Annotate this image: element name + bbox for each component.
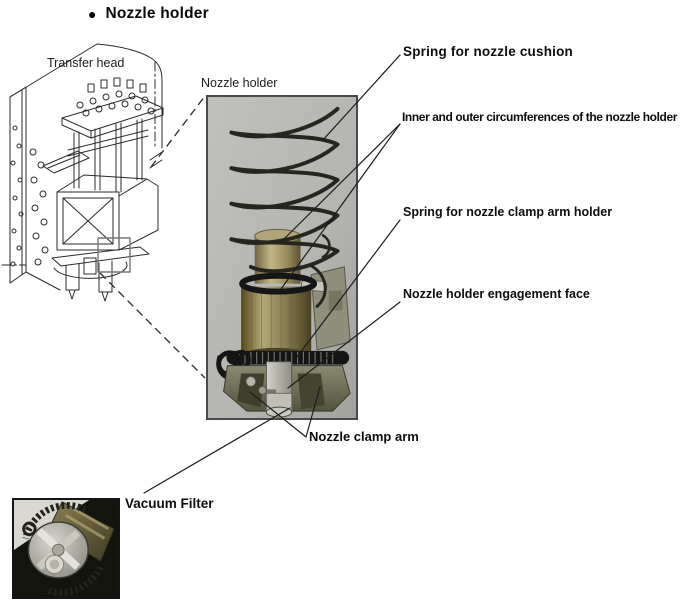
callout-spring-nozzle-cushion: Spring for nozzle cushion: [403, 44, 573, 59]
detail-highlight-rect: [97, 237, 131, 273]
section-header: ● Nozzle holder: [88, 5, 209, 23]
nozzle-holder-photo: [206, 95, 358, 420]
callout-inner-outer-circumferences: Inner and outer circumferences of the no…: [402, 110, 677, 124]
bolt-heads: [76, 77, 155, 117]
filter-spring-coil: [22, 502, 104, 596]
callout-vacuum-filter: Vacuum Filter: [125, 496, 214, 511]
bullet-icon: ●: [88, 6, 97, 22]
transfer-head-drawing: [1, 43, 164, 302]
vacuum-filter-photo-art: [14, 500, 118, 597]
zoom-connector-lines: [99, 95, 206, 379]
right-clamp-arm: [297, 373, 325, 410]
section-title: Nozzle holder: [105, 5, 209, 22]
plate-holes: [10, 125, 49, 267]
nozzle-holder-caption: Nozzle holder: [201, 76, 278, 90]
clamp-arm-holder-bracket: [310, 266, 351, 351]
nozzle-holder-photo-art: [208, 97, 356, 418]
vacuum-filter-photo: [12, 498, 120, 599]
transfer-head-caption: Transfer head: [47, 56, 125, 70]
callout-spring-nozzle-clamp-arm-holder: Spring for nozzle clamp arm holder: [403, 205, 613, 219]
callout-nozzle-clamp-arm: Nozzle clamp arm: [309, 429, 419, 444]
filter-face: [27, 521, 89, 579]
callout-nozzle-holder-engagement-face: Nozzle holder engagement face: [403, 287, 590, 301]
